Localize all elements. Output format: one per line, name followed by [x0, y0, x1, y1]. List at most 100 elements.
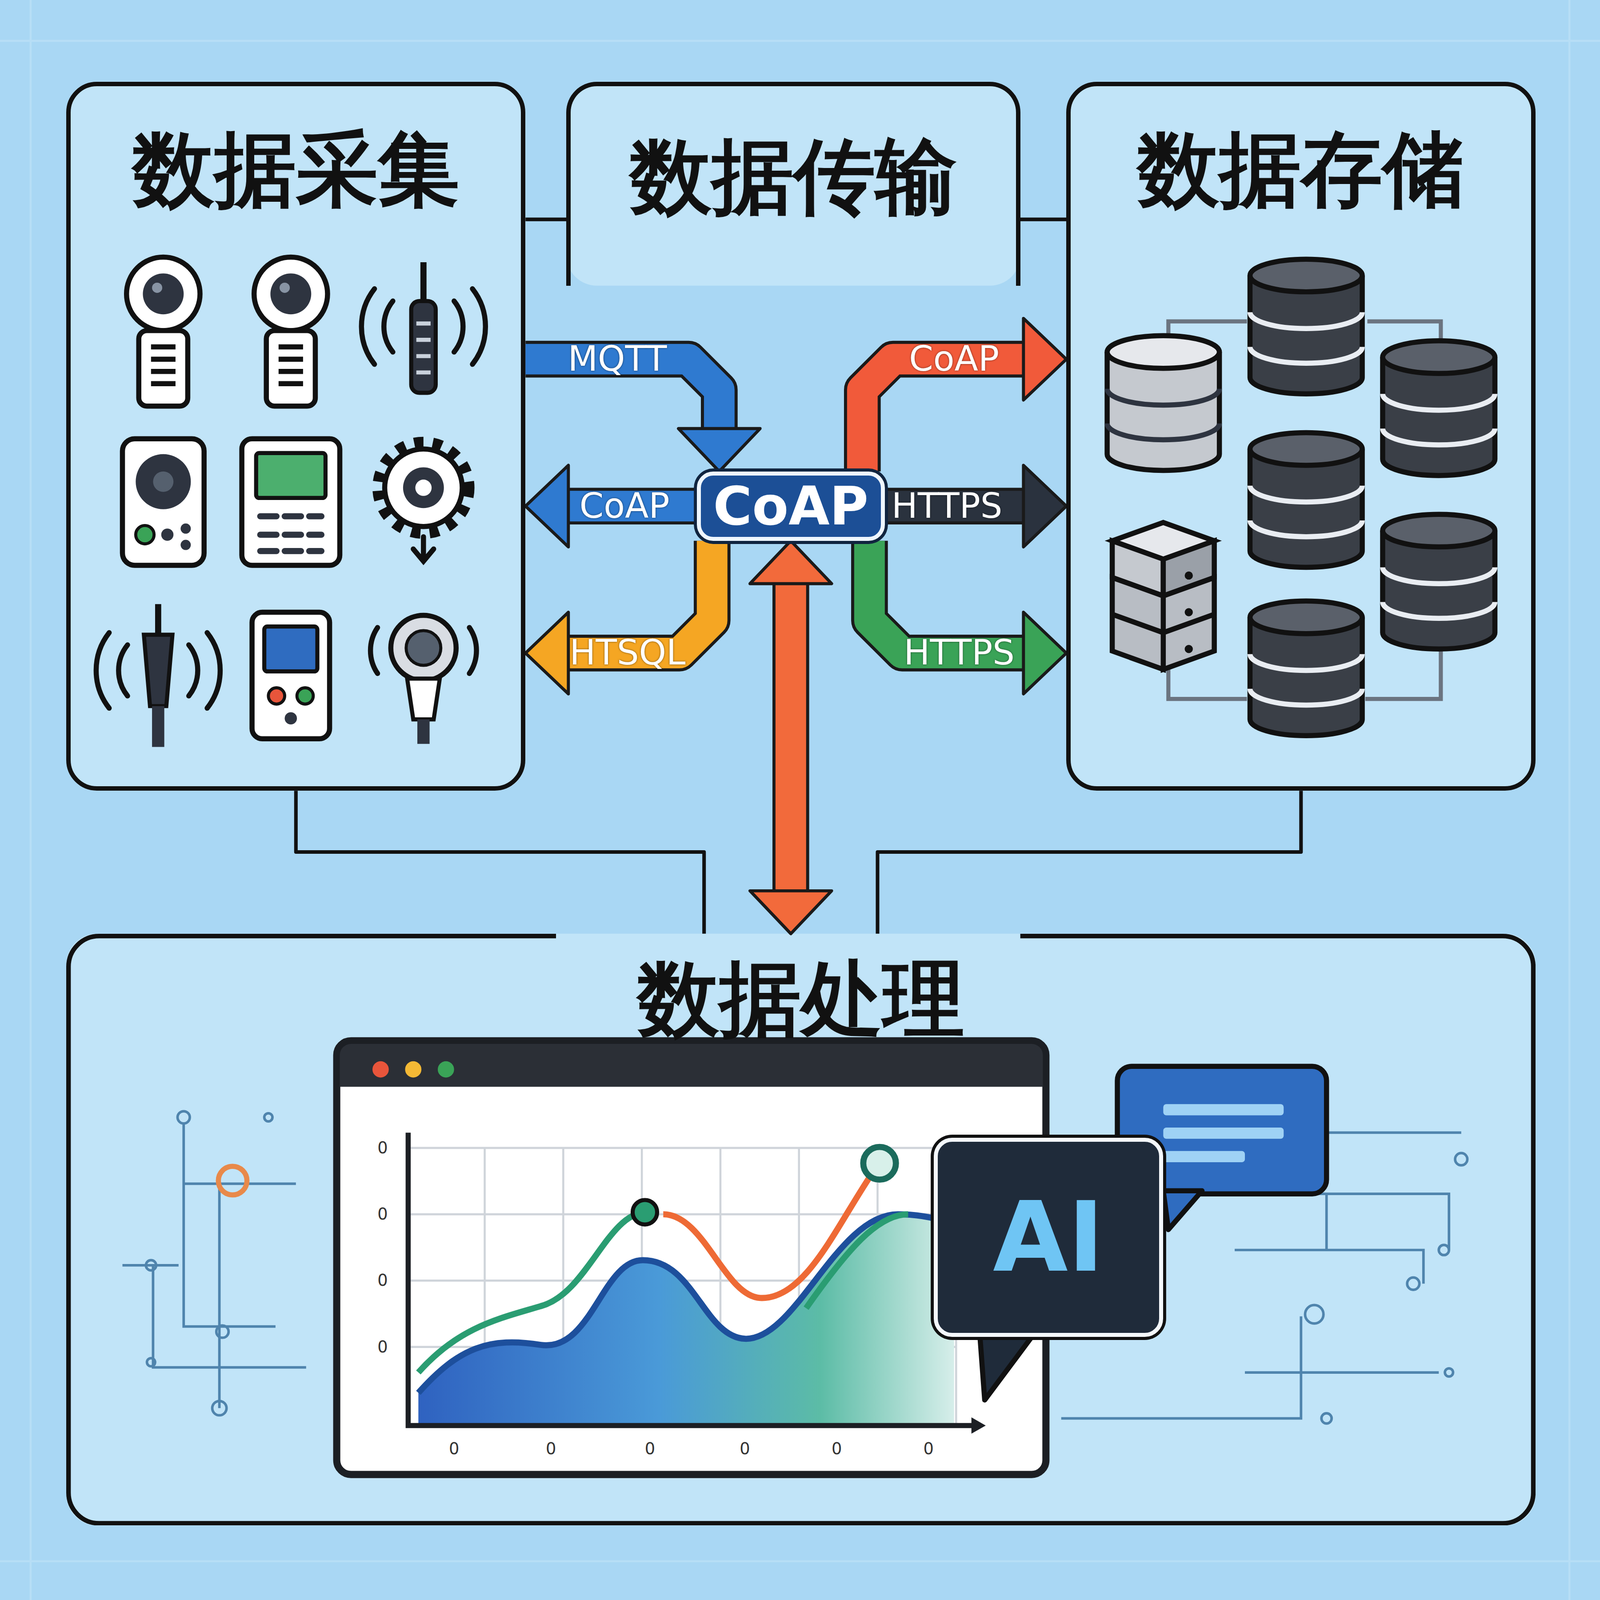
panel-link [296, 790, 704, 934]
database-icons [1112, 522, 1215, 670]
panel-link [877, 790, 1301, 934]
sensor-icons [96, 604, 220, 747]
chart-window [863, 1147, 896, 1180]
panel-link [525, 217, 567, 222]
chat-bubble [1163, 1104, 1284, 1116]
panel-fill [66, 81, 526, 792]
collection-panel: 数据采集 [66, 81, 526, 792]
circuit-traces [145, 1260, 156, 1271]
panel-link [1020, 219, 1067, 220]
sensor-icons [378, 442, 469, 561]
sensor-icons [361, 262, 486, 393]
sensor-icons [370, 615, 477, 744]
chart-window [340, 1044, 1044, 1087]
database-icons [1250, 432, 1363, 568]
circuit-traces [1444, 1368, 1453, 1377]
circuit-traces [216, 1325, 229, 1338]
arrow-outline [772, 581, 810, 893]
ai-bubble: AI [933, 1137, 1164, 1337]
panel-fill [66, 933, 1536, 1526]
circuit-traces [177, 1111, 190, 1124]
circuit-traces [1407, 1277, 1420, 1290]
panel-link [525, 219, 567, 220]
arrow-head [1023, 318, 1067, 400]
transmission-panel: 数据传输 [566, 81, 1021, 286]
panel-title: 数据传输 [629, 132, 957, 222]
panel-link [1020, 217, 1067, 222]
database-icons [1107, 259, 1495, 736]
sensor-icons [254, 257, 328, 407]
chart-window [418, 1212, 645, 1373]
sensor-icons [122, 438, 205, 566]
circuit-traces [218, 1166, 247, 1195]
arrow-head [678, 428, 761, 472]
storage-panel: 数据存储 [1066, 81, 1536, 792]
axis-tick-label: 0 [377, 1337, 388, 1356]
axis-tick-label: 0 [644, 1440, 656, 1458]
protocol-label: HTTPS [891, 487, 1003, 526]
panel-fill [1066, 81, 1536, 792]
arrow-head [749, 890, 832, 934]
circuit-traces [212, 1400, 227, 1416]
chart-window [632, 1200, 657, 1225]
axis-tick-label: 0 [739, 1440, 750, 1458]
protocol-arrow [862, 318, 1067, 472]
database-icons [1250, 600, 1363, 736]
protocol-arrow [525, 540, 712, 694]
protocol-label: HTSQL [569, 633, 686, 672]
axis-tick-label: 0 [923, 1440, 934, 1458]
chat-bubble [1163, 1151, 1245, 1163]
panel-title: 数据存储 [1137, 124, 1465, 215]
circuit-traces [122, 1122, 307, 1409]
arrow-head [1023, 465, 1067, 548]
chart-window [418, 1214, 954, 1393]
protocol-label: CoAP [579, 487, 670, 526]
processing-panel: AI 数据处理 [66, 933, 1536, 1526]
protocol-arrow [525, 465, 697, 548]
protocol-hub: CoAP [696, 471, 885, 541]
circuit-traces [1438, 1244, 1449, 1256]
circuit-traces [147, 1358, 156, 1367]
sensor-icons [241, 438, 340, 566]
chat-bubble [979, 1331, 1036, 1400]
protocol-label: MQTT [568, 340, 668, 379]
arrow-head [1023, 612, 1067, 695]
chat-bubble [1163, 1127, 1284, 1139]
axis-tick-label: 0 [377, 1271, 388, 1290]
sensor-icons [252, 612, 330, 740]
panel-outline [68, 936, 1534, 1524]
axis-tick-label: 0 [377, 1205, 388, 1224]
axis-tick-label: 0 [377, 1139, 388, 1157]
chart-window [806, 1214, 909, 1308]
chart-window [408, 1132, 978, 1426]
arrow-head [525, 612, 568, 695]
protocol-arrow [884, 465, 1067, 548]
circuit-traces [1321, 1413, 1332, 1424]
arrow-head [525, 465, 568, 548]
protocol-label: CoAP [908, 340, 1000, 379]
database-icons [1250, 259, 1363, 394]
chart-window [372, 1061, 389, 1078]
panel-link [877, 790, 1301, 934]
panel-fill [566, 81, 1021, 286]
ai-label: AI [992, 1184, 1104, 1291]
protocol-arrow [869, 540, 1067, 694]
axis-tick-label: 0 [545, 1440, 556, 1458]
axis-tick-label: 0 [831, 1440, 842, 1458]
chart-window [404, 1061, 422, 1078]
protocol-arrow [749, 540, 832, 934]
chart-window [408, 1148, 956, 1424]
panel-title: 数据处理 [637, 954, 965, 1044]
circuit-traces [1455, 1152, 1468, 1166]
chart-window [437, 1061, 455, 1078]
chart-window [663, 1168, 876, 1299]
panel-title: 数据采集 [132, 124, 460, 215]
sensor-icons [96, 257, 486, 748]
database-icons [1382, 340, 1496, 476]
panel-link [296, 790, 704, 934]
panel-fill [66, 81, 1536, 1526]
